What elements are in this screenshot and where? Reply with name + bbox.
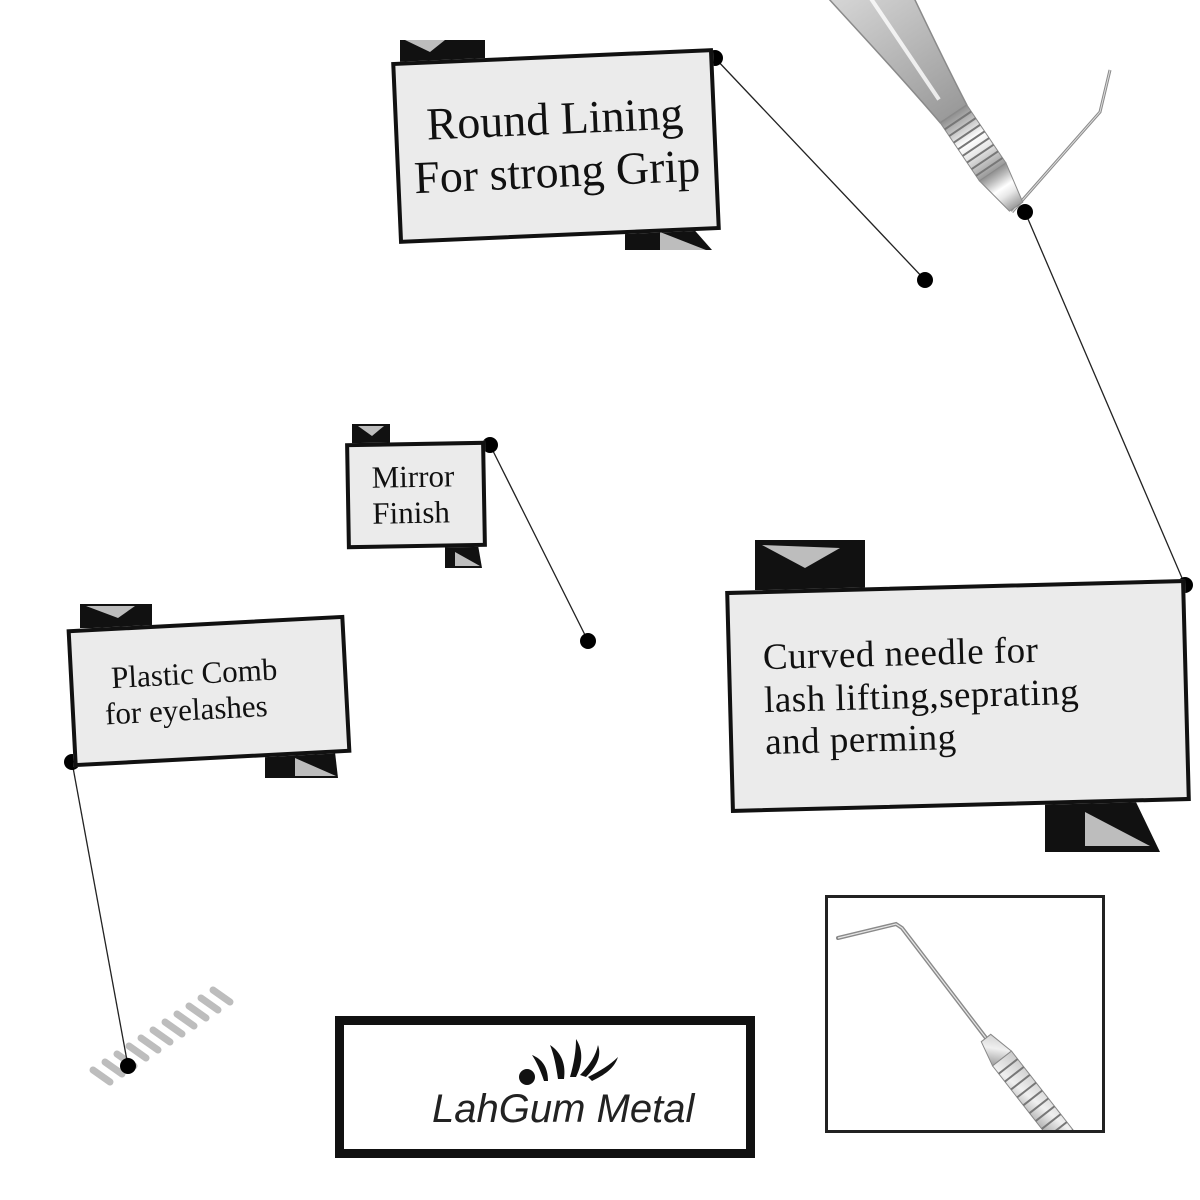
callout-curved-needle: Curved needle for lash lifting,seprating… [725,579,1191,813]
brand-logo: LahGum Metal [335,1016,755,1158]
callout-line: For strong Grip [413,139,702,204]
needle-closeup-inset [825,895,1105,1133]
brand-flame-icon [519,1039,618,1085]
lash-tool-handle [599,0,1024,212]
comb-teeth [89,986,234,1086]
callout-line: Mirror [371,458,455,496]
callout-plastic-comb: Plastic Comb for eyelashes [66,614,352,768]
curved-needle [1010,69,1112,213]
brand-name: LahGum Metal [432,1087,695,1131]
callout-mirror-finish: Mirror Finish [345,440,487,550]
leader-lines [71,57,1186,1067]
callout-line: Finish [372,494,451,531]
ribbon-tail-icon [80,40,1160,852]
callout-round-lining: Round Lining For strong Grip [391,48,721,244]
needle-closeup-image [836,921,1080,1130]
